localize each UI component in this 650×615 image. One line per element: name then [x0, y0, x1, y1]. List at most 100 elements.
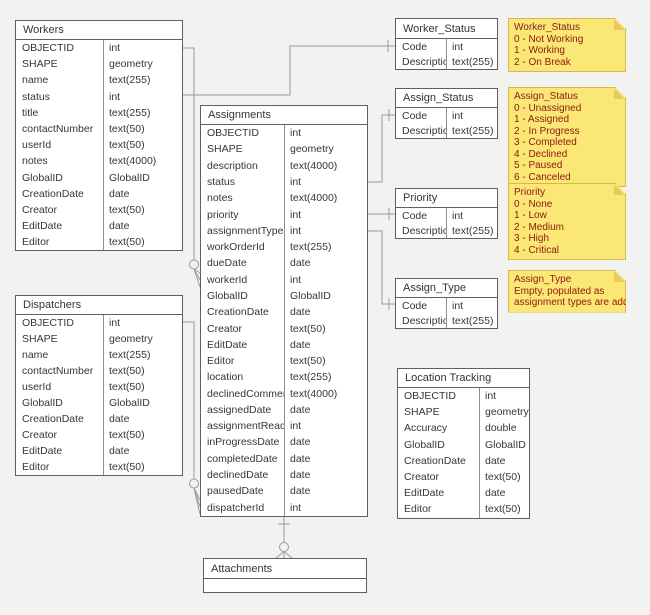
field-name: CreationDate	[404, 454, 466, 467]
field-name: Editor	[22, 461, 50, 473]
field-type: date	[290, 436, 311, 449]
field-type: text(50)	[109, 236, 145, 249]
field-name: Creator	[207, 322, 243, 335]
note-fold-icon	[614, 88, 625, 99]
field-type: int	[109, 90, 121, 103]
zero-marker	[279, 542, 289, 552]
table-worker-status[interactable]: Worker_StatusCodeintDescriptiontext(255)	[395, 18, 498, 70]
note-line: 3 - Completed	[514, 137, 577, 148]
field-name: SHAPE	[22, 333, 58, 345]
field-name: name	[22, 74, 49, 87]
field-type: text(255)	[290, 241, 332, 254]
field-type: date	[290, 452, 311, 465]
field-name: GlobalID	[404, 438, 445, 451]
column-divider	[103, 315, 104, 475]
note-line: 0 - Unassigned	[514, 102, 582, 114]
field-name: contactNumber	[22, 365, 94, 377]
field-type: text(50)	[109, 123, 145, 136]
field-name: status	[207, 175, 236, 188]
field-type: geometry	[109, 58, 153, 71]
field-type: double	[485, 422, 517, 435]
note-line: 4 - Declined	[514, 148, 568, 160]
field-name: workerId	[207, 273, 248, 286]
field-name: priority	[207, 208, 239, 221]
connector-assignments-assign-status[interactable]	[368, 114, 395, 183]
note-line: 0 - None	[514, 198, 553, 210]
field-workOrderId: workOrderId text(255)	[201, 239, 367, 255]
note-line: 1 - Assigned	[514, 114, 570, 125]
note-line: 1 - Low	[514, 210, 547, 221]
field-type: date	[290, 338, 311, 351]
field-name: inProgressDate	[207, 436, 280, 449]
field-name: GlobalID	[22, 171, 63, 184]
connector-workers-assignments[interactable]	[183, 47, 195, 260]
field-name: contactNumber	[22, 123, 94, 136]
field-name: declinedDate	[207, 469, 269, 482]
field-name: workOrderId	[207, 241, 265, 254]
note-line: 2 - On Break	[514, 56, 571, 68]
field-type: int	[290, 127, 302, 140]
connector-workers-worker-status[interactable]	[183, 45, 395, 96]
field-SHAPE: SHAPE geometry	[16, 331, 182, 347]
field-name: Code	[402, 40, 428, 53]
note-line: 1 - Working	[514, 45, 565, 56]
connector-dispatchers-assignments[interactable]	[183, 321, 195, 479]
table-body: CodeintDescriptiontext(255)	[396, 39, 497, 69]
connector-assignments-assign-type[interactable]	[368, 230, 395, 305]
table-attachments[interactable]: Attachments	[203, 558, 367, 593]
field-type: int	[109, 317, 121, 329]
field-type: geometry	[109, 333, 153, 345]
field-type: date	[290, 306, 311, 319]
field-name: notes	[207, 192, 233, 205]
field-Description: Descriptiontext(255)	[396, 123, 497, 138]
field-name: Creator	[22, 203, 58, 216]
field-type: date	[109, 413, 130, 425]
table-priority[interactable]: PriorityCodeintDescriptiontext(255)	[395, 188, 498, 239]
field-type: date	[109, 220, 130, 233]
field-type: date	[290, 485, 311, 498]
note-fold-icon	[614, 184, 625, 195]
table-title-dispatchers: Dispatchers	[16, 296, 182, 315]
table-body: CodeintDescriptiontext(255)	[396, 208, 497, 238]
column-divider	[446, 39, 447, 69]
table-title-attachments: Attachments	[204, 559, 366, 579]
note-line: 3 - High	[514, 233, 550, 244]
field-name: assignmentRead	[207, 420, 284, 433]
field-type: int	[485, 390, 497, 403]
table-assign-status[interactable]: Assign_StatusCodeintDescriptiontext(255)	[395, 88, 498, 139]
table-assign-type[interactable]: Assign_TypeCodeintDescriptiontext(255)	[395, 278, 498, 329]
field-name: CreationDate	[22, 413, 84, 425]
table-title-worker-status: Worker_Status	[396, 19, 497, 39]
field-name: pausedDate	[207, 485, 264, 498]
